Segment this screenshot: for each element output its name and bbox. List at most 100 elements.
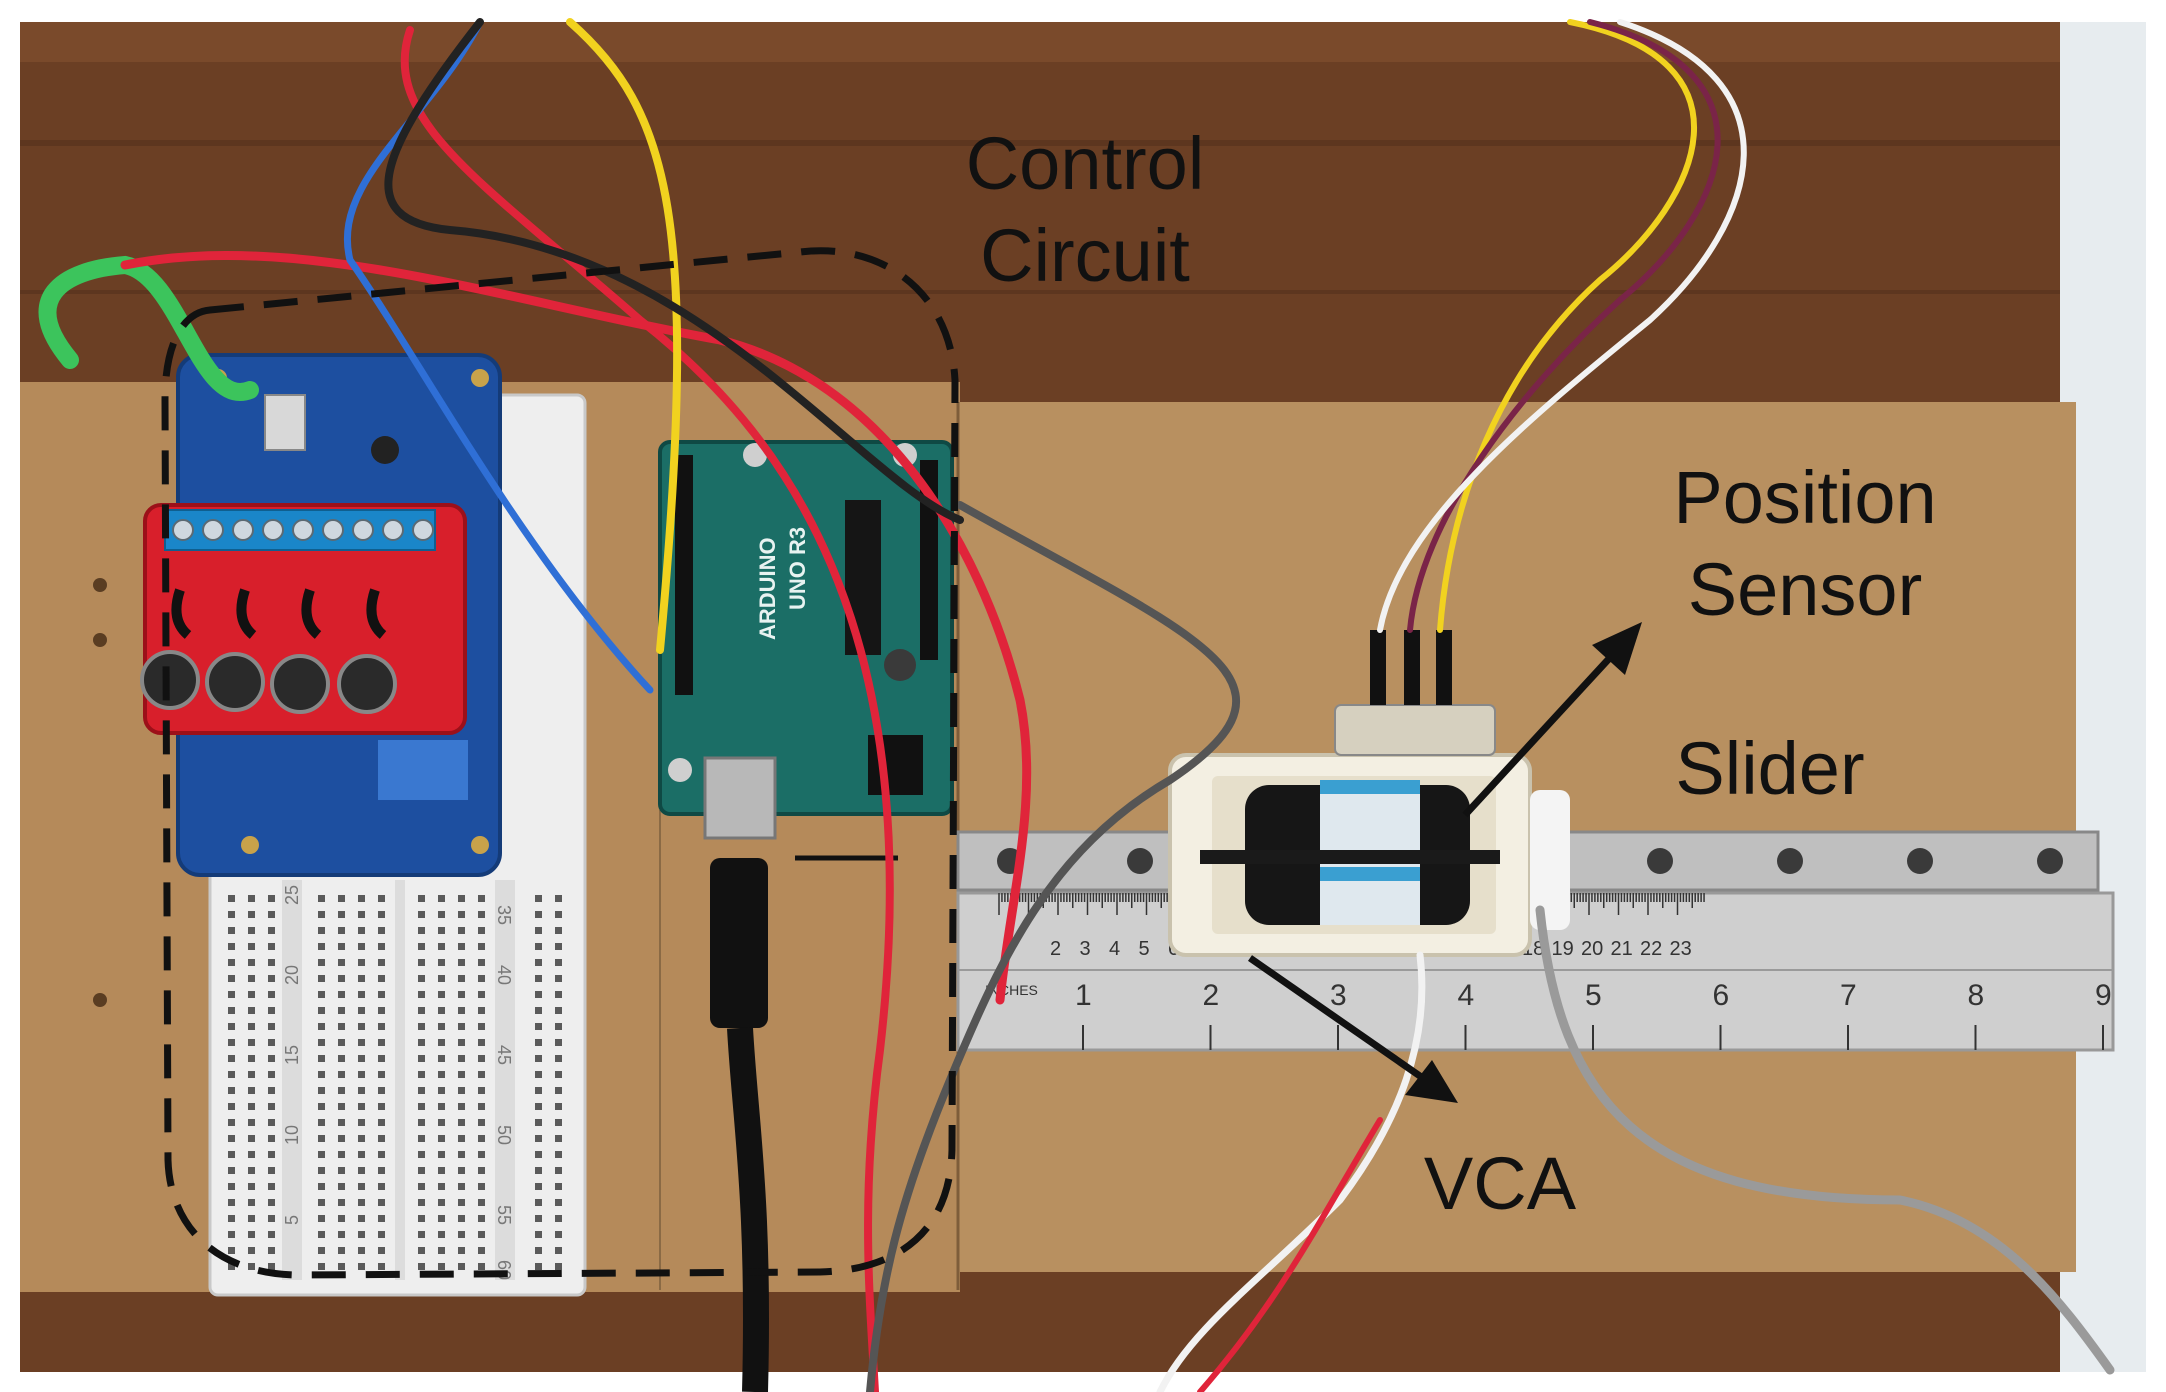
breadboard-hole <box>438 911 445 918</box>
breadboard-hole <box>268 1215 275 1222</box>
breadboard-hole <box>228 1135 235 1142</box>
ruler-inch-label: 3 <box>1330 979 1347 1012</box>
breadboard-hole <box>418 959 425 966</box>
breadboard-hole <box>555 943 562 950</box>
breadboard-hole <box>458 1167 465 1174</box>
breadboard-hole <box>535 959 542 966</box>
breadboard-hole <box>555 1055 562 1062</box>
breadboard-hole <box>378 1199 385 1206</box>
breadboard-hole <box>478 1087 485 1094</box>
breadboard-hole <box>358 1103 365 1110</box>
breadboard-hole <box>228 1167 235 1174</box>
breadboard-hole <box>228 1247 235 1254</box>
breadboard-hole <box>248 1151 255 1158</box>
breadboard-hole <box>338 1135 345 1142</box>
breadboard-hole <box>418 991 425 998</box>
breadboard-hole <box>318 1247 325 1254</box>
breadboard-hole <box>338 895 345 902</box>
breadboard-hole <box>535 895 542 902</box>
breadboard-hole <box>318 1087 325 1094</box>
breadboard-hole <box>268 1183 275 1190</box>
breadboard-hole <box>318 1231 325 1238</box>
breadboard-hole <box>478 959 485 966</box>
breadboard-hole <box>248 1263 255 1270</box>
breadboard-hole <box>438 1071 445 1078</box>
ruler-cm-label: 2 <box>1050 938 1061 960</box>
breadboard-hole <box>268 1087 275 1094</box>
breadboard-hole <box>358 1167 365 1174</box>
breadboard-hole <box>228 927 235 934</box>
breadboard-hole <box>268 1119 275 1126</box>
breadboard-hole <box>358 1247 365 1254</box>
breadboard-hole <box>535 1183 542 1190</box>
rail-hole <box>2037 848 2063 874</box>
breadboard-hole <box>358 895 365 902</box>
breadboard-hole <box>478 1199 485 1206</box>
terminal-screw <box>262 519 284 541</box>
breadboard-hole <box>555 1087 562 1094</box>
breadboard-hole <box>228 1007 235 1014</box>
breadboard-number: 40 <box>494 965 514 985</box>
breadboard-hole <box>338 1087 345 1094</box>
breadboard-hole <box>268 1231 275 1238</box>
rail-hole <box>1127 848 1153 874</box>
terminal-screw <box>232 519 254 541</box>
breadboard-hole <box>358 959 365 966</box>
arduino-board: ARDUINO UNO R3 <box>658 440 954 840</box>
breadboard-hole <box>318 991 325 998</box>
breadboard-hole <box>248 1055 255 1062</box>
breadboard-hole <box>228 895 235 902</box>
breadboard-hole <box>555 1103 562 1110</box>
breadboard-hole <box>358 1087 365 1094</box>
ruler-inch-label: 5 <box>1585 979 1602 1012</box>
breadboard-hole <box>535 1263 542 1270</box>
breadboard-hole <box>338 1183 345 1190</box>
breadboard-hole <box>438 895 445 902</box>
breadboard-hole <box>478 1135 485 1142</box>
breadboard-hole <box>318 1119 325 1126</box>
breadboard-hole <box>248 1039 255 1046</box>
breadboard-hole <box>378 1071 385 1078</box>
breadboard-hole <box>535 975 542 982</box>
breadboard-hole <box>438 1231 445 1238</box>
terminal-screw <box>382 519 404 541</box>
breadboard-hole <box>338 1151 345 1158</box>
board-hole <box>93 633 107 647</box>
breadboard-hole <box>228 1087 235 1094</box>
breadboard-hole <box>268 1023 275 1030</box>
control-circuit-label: Control Circuit <box>935 118 1235 302</box>
breadboard-hole <box>458 1215 465 1222</box>
breadboard-holes <box>228 895 562 1270</box>
breadboard-hole <box>318 1007 325 1014</box>
breadboard-hole <box>458 1247 465 1254</box>
breadboard-hole <box>438 1103 445 1110</box>
breadboard-hole <box>318 1215 325 1222</box>
control-circuit-boundary <box>161 247 959 1279</box>
breadboard-hole <box>228 1055 235 1062</box>
breadboard-hole <box>268 1167 275 1174</box>
breadboard-hole <box>268 1055 275 1062</box>
breadboard-hole <box>535 1199 542 1206</box>
breadboard-hole <box>458 1039 465 1046</box>
breadboard-hole <box>458 1199 465 1206</box>
breadboard-hole <box>268 975 275 982</box>
breadboard-hole <box>248 991 255 998</box>
breadboard-hole <box>318 895 325 902</box>
breadboard-hole <box>318 1199 325 1206</box>
breadboard-hole <box>318 927 325 934</box>
ruler-inch-label: 2 <box>1203 979 1220 1012</box>
terminal-screw <box>412 519 434 541</box>
breadboard-hole <box>338 1263 345 1270</box>
slider-housing <box>1168 630 1570 957</box>
breadboard-hole <box>458 1023 465 1030</box>
breadboard-hole <box>535 1247 542 1254</box>
breadboard-hole <box>438 1087 445 1094</box>
breadboard-hole <box>418 895 425 902</box>
breadboard-hole <box>228 1183 235 1190</box>
breadboard-hole <box>555 1167 562 1174</box>
wood-grain <box>20 22 2060 62</box>
breadboard-hole <box>535 1039 542 1046</box>
breadboard-hole <box>318 1167 325 1174</box>
breadboard-hole <box>248 959 255 966</box>
breadboard-hole <box>268 1039 275 1046</box>
